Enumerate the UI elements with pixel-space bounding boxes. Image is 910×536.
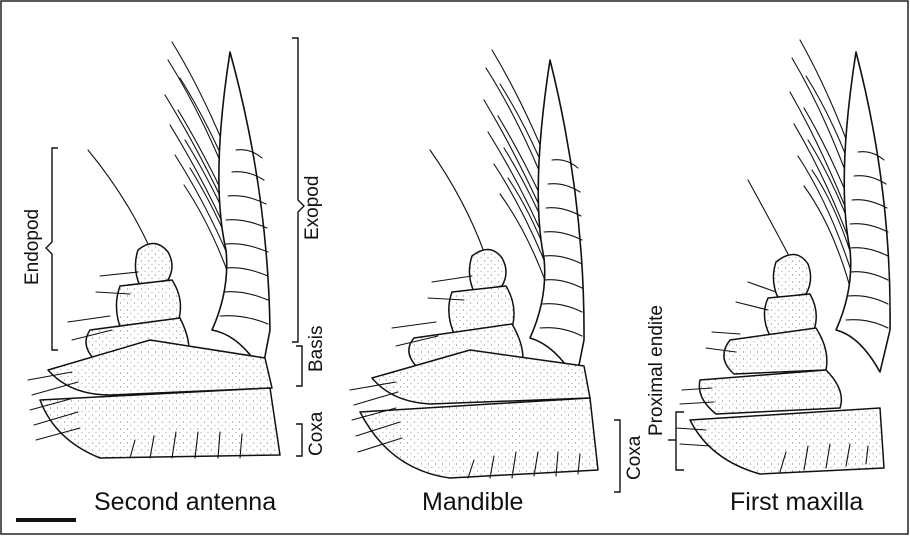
exopod-label: Exopod (302, 176, 323, 240)
first-maxilla-drawing (676, 40, 890, 474)
mandible-drawing (350, 50, 598, 478)
first-maxilla-caption: First maxilla (730, 488, 863, 516)
coxa-label-antenna: Coxa (306, 411, 327, 456)
basis-label: Basis (306, 326, 327, 372)
proximal-endite-label: Proximal endite (646, 305, 667, 436)
basis-bracket (296, 346, 302, 386)
mandible-caption: Mandible (422, 488, 523, 516)
coxa-bracket-mandible (614, 420, 620, 492)
coxa-bracket-antenna (296, 424, 302, 456)
endopod-label: Endopod (22, 209, 43, 285)
proximal-endite-bracket (668, 412, 684, 470)
second-antenna-caption: Second antenna (94, 488, 276, 516)
coxa-label-mandible: Coxa (624, 435, 645, 480)
endopod-bracket (46, 148, 58, 350)
second-antenna-drawing (28, 42, 280, 458)
